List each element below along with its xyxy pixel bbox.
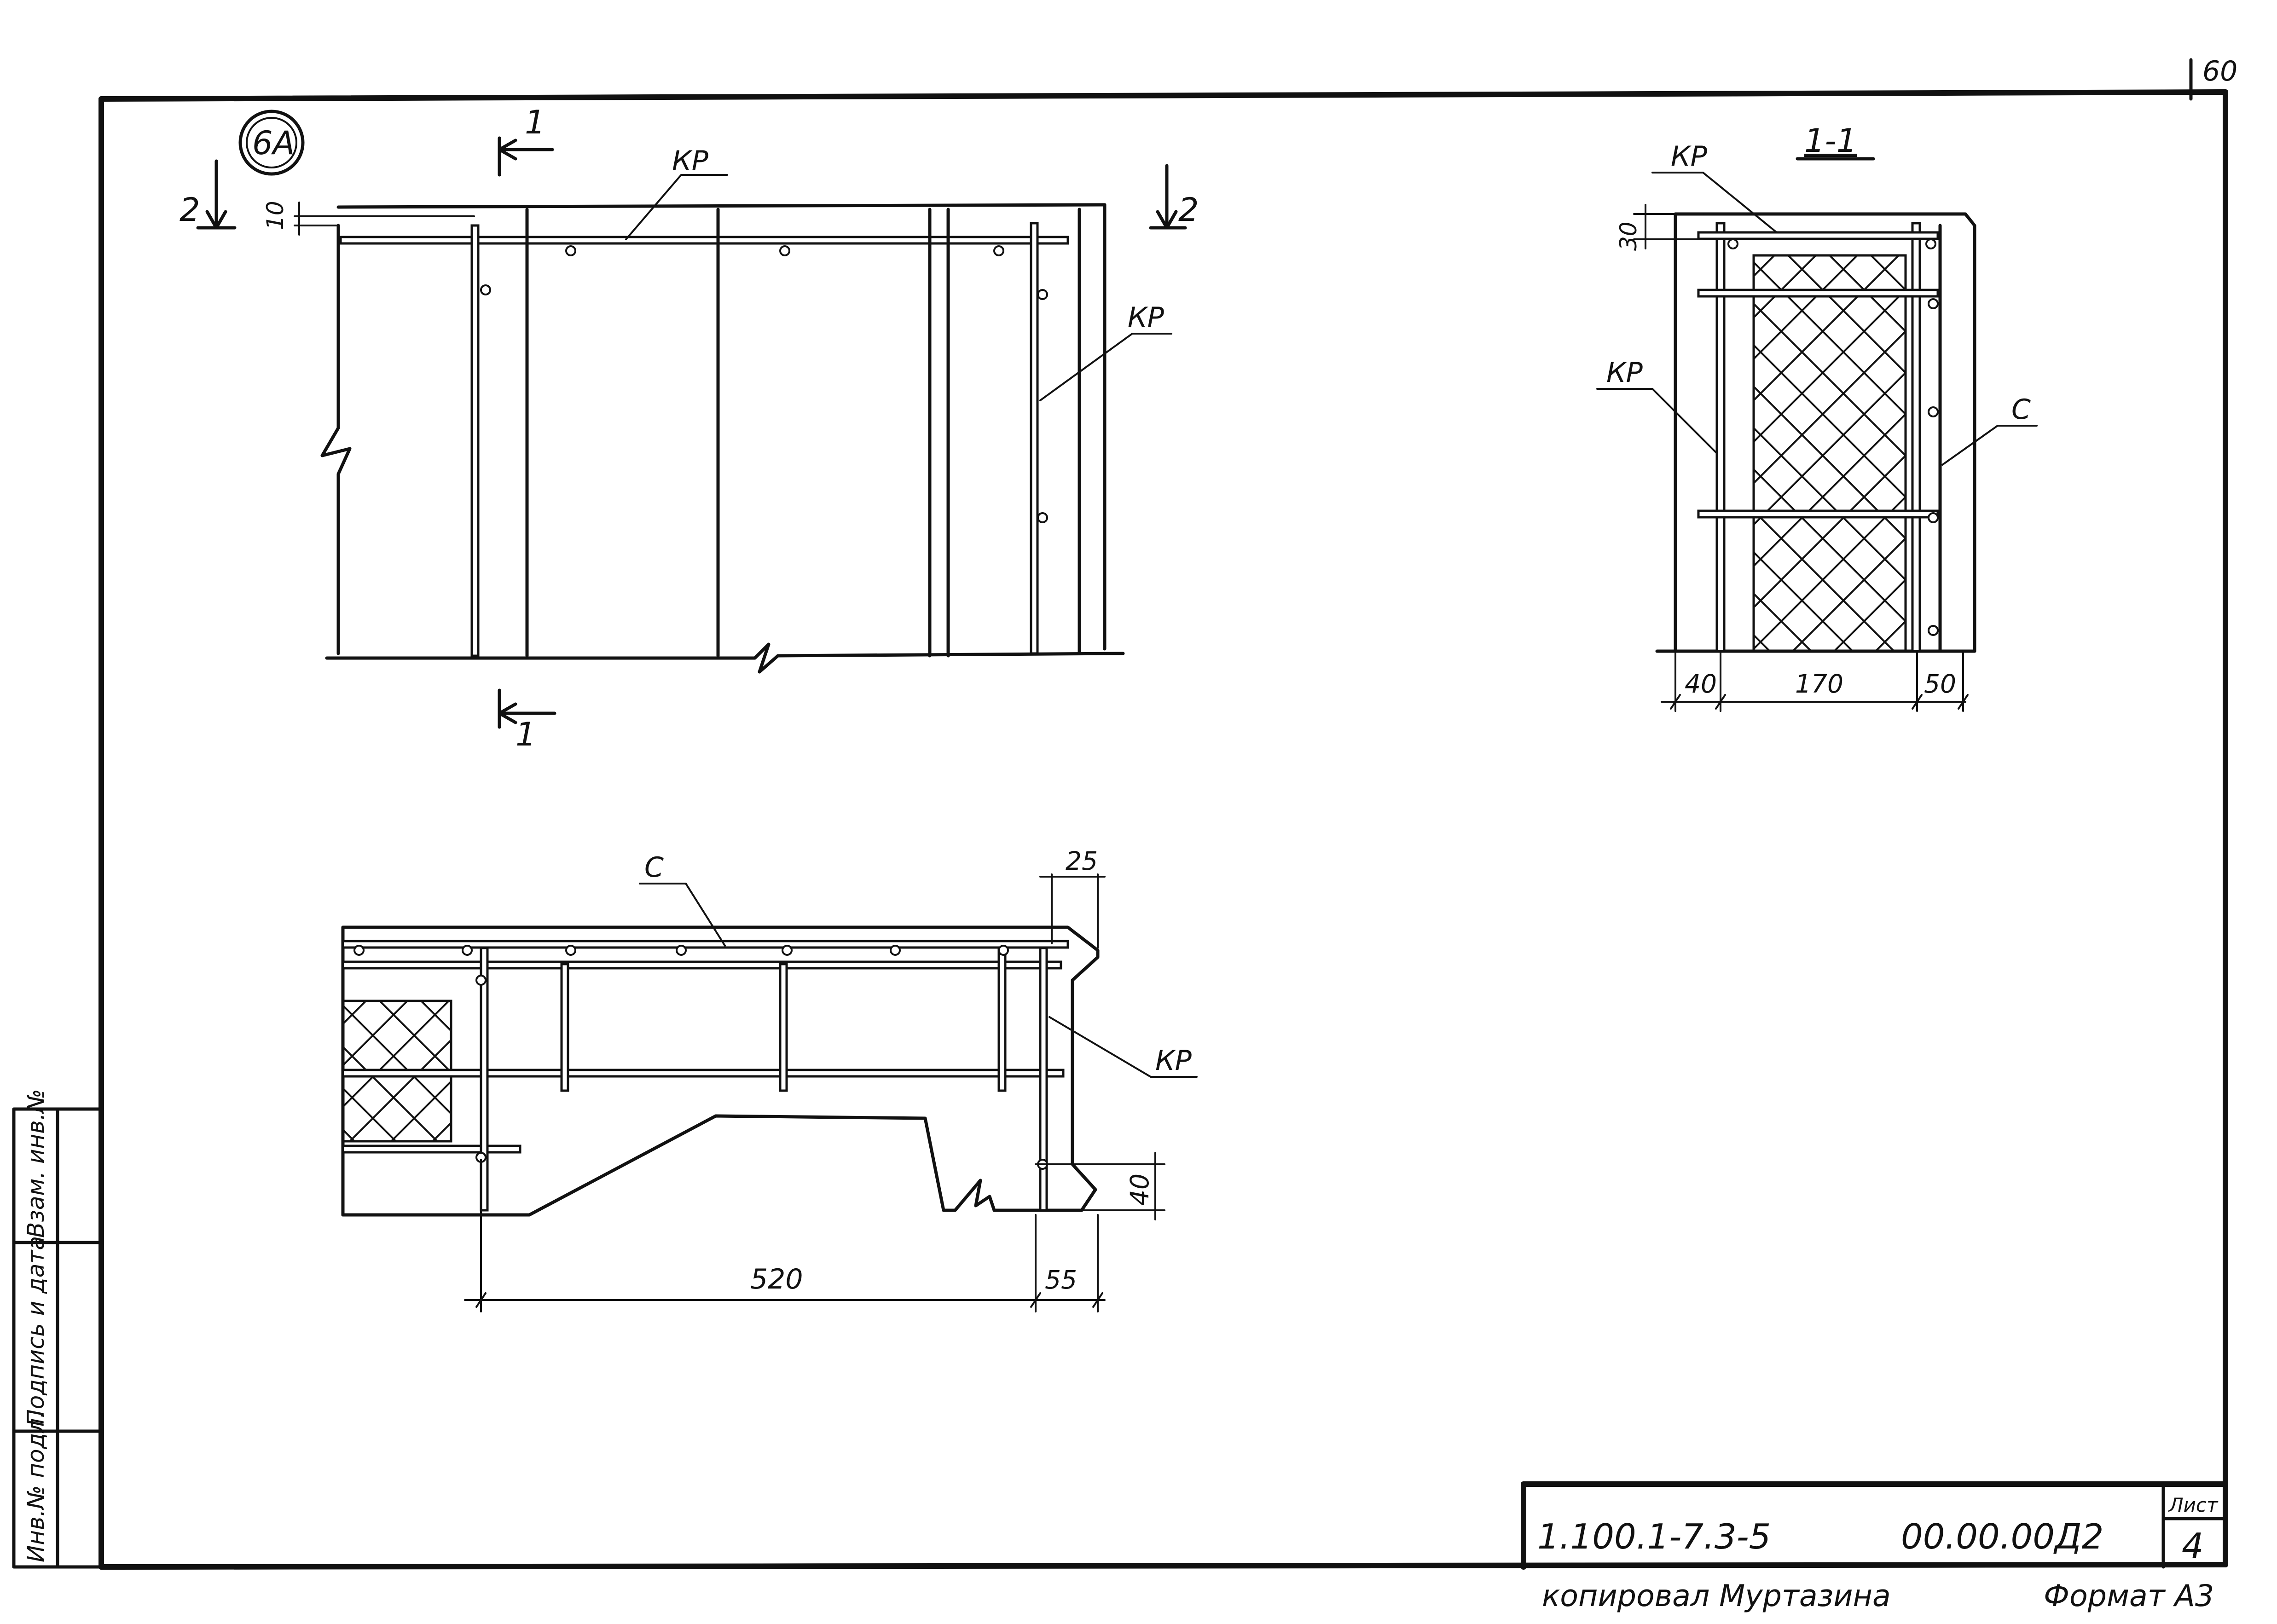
dim-55: 55 (1045, 1265, 1077, 1295)
label-kp-top: КР (672, 145, 709, 177)
dim-40-section: 40 (1685, 669, 1717, 699)
title-block: 1.100.1-7.3-5 00.00.00Д2 Лист 4 (1521, 1481, 2228, 1570)
side-stamp: Инв.№ подл. Подпись и дата Взам. инв.№ (12, 1089, 103, 1569)
label-kp-section-top: КР (1671, 140, 1708, 173)
stamp-field-inventory: Инв.№ подл. (23, 1411, 49, 1562)
drawing-code: 00.00.00Д2 (1901, 1516, 2103, 1557)
dim-50: 50 (1924, 669, 1956, 699)
sheet-label: Лист (2168, 1494, 2219, 1516)
doc-code: 1.100.1-7.3-5 (1537, 1516, 1771, 1557)
sheet-number: 4 (2182, 1526, 2204, 1566)
section-mark-1-bottom: 1 (516, 716, 536, 753)
sheet-frame (98, 58, 2228, 1570)
dim-30: 30 (1615, 221, 1642, 251)
label-kp-right: КР (1128, 301, 1165, 334)
label-kp-plan: КР (1155, 1045, 1192, 1077)
label-c-section: С (2011, 393, 2031, 426)
dim-10: 10 (262, 201, 289, 230)
copied-by: копировал Муртазина (1542, 1579, 1891, 1613)
stamp-field-signature: Подпись и дата (23, 1236, 49, 1427)
section-mark-2-left: 2 (180, 191, 200, 229)
dim-520: 520 (750, 1263, 803, 1295)
stamp-field-replacement: Взам. инв.№ (23, 1089, 49, 1238)
section-mark-2-right: 2 (1178, 191, 1199, 229)
section-title: 1-1 (1804, 122, 1857, 160)
plan-view: С КР 25 40 520 55 (341, 846, 1198, 1312)
label-c-plan: С (644, 851, 664, 884)
sheet-format: Формат А3 (2044, 1579, 2214, 1613)
dim-170: 170 (1795, 669, 1843, 699)
elevation-view: 6А 1 1 2 (180, 104, 1199, 753)
detail-marker: 6А (252, 124, 295, 162)
section-1-1: 1-1 30 40 170 50 (1596, 122, 2038, 712)
label-kp-section-left: КР (1606, 357, 1643, 389)
dim-25: 25 (1066, 846, 1098, 876)
page-number: 60 (2202, 55, 2237, 87)
dim-40-plan: 40 (1125, 1173, 1154, 1206)
section-mark-1-top: 1 (525, 104, 545, 141)
